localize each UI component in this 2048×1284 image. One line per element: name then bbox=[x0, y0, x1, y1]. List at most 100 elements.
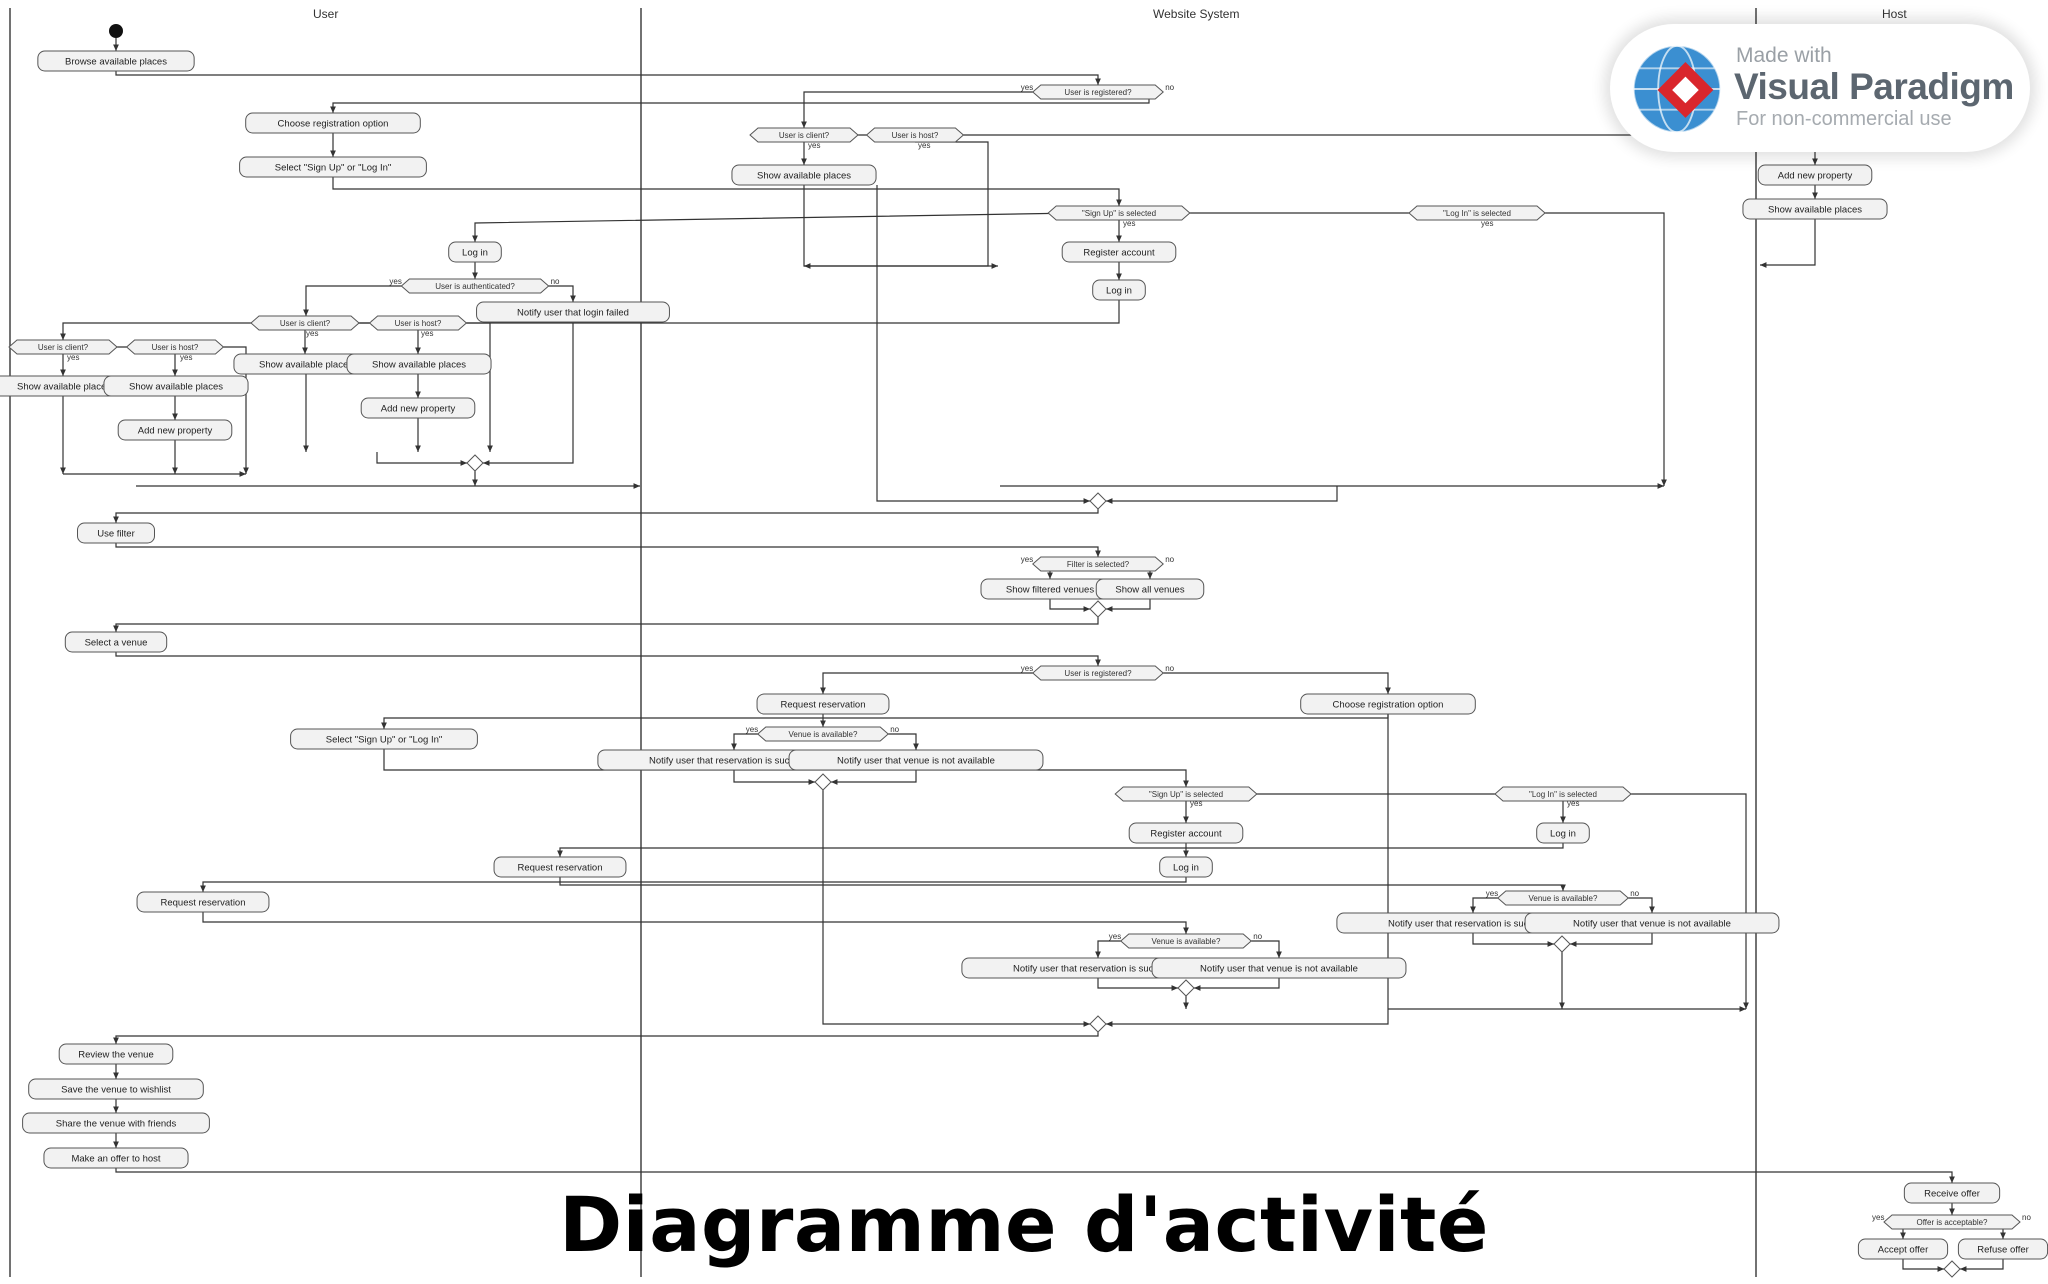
control-flow-edge bbox=[115, 543, 1101, 557]
action-node: Add new property bbox=[117, 419, 233, 441]
svg-text:Venue is available?: Venue is available? bbox=[1529, 894, 1598, 903]
merge-node bbox=[1089, 600, 1107, 618]
svg-text:Log in: Log in bbox=[1550, 829, 1576, 840]
svg-text:Save the venue to wishlist: Save the venue to wishlist bbox=[61, 1085, 171, 1096]
control-flow-edge bbox=[202, 912, 1189, 934]
action-node: Request reservation bbox=[136, 891, 270, 913]
action-node: Register account bbox=[1128, 822, 1244, 844]
svg-text:Notify user that reservation i: Notify user that reservation is successf… bbox=[1388, 919, 1558, 930]
lane-title-user: User bbox=[313, 7, 339, 21]
action-node: Review the venue bbox=[58, 1043, 174, 1065]
decision-node: "Sign Up" is selected bbox=[1114, 786, 1258, 802]
merge-node bbox=[1177, 979, 1195, 997]
control-flow-edge bbox=[559, 877, 1566, 891]
guard-label: yes bbox=[1123, 219, 1135, 228]
action-node: Choose registration option bbox=[1300, 693, 1476, 715]
svg-text:Filter is selected?: Filter is selected? bbox=[1067, 560, 1130, 569]
control-flow-edge bbox=[876, 185, 1090, 504]
svg-text:Browse available places: Browse available places bbox=[65, 57, 167, 68]
svg-text:yes: yes bbox=[746, 725, 758, 734]
control-flow-edge bbox=[1106, 714, 1389, 1027]
control-flow-edge bbox=[381, 714, 1389, 729]
action-node: Select a venue bbox=[64, 631, 168, 653]
svg-text:yes: yes bbox=[1021, 83, 1033, 92]
action-node: Show filtered venues bbox=[980, 578, 1120, 600]
svg-text:Request reservation: Request reservation bbox=[780, 700, 865, 711]
control-flow-edge bbox=[1106, 486, 1338, 504]
svg-text:Show available places: Show available places bbox=[757, 171, 851, 182]
svg-text:User is host?: User is host? bbox=[892, 131, 939, 140]
guard-label: yes bbox=[180, 353, 192, 362]
svg-text:User is registered?: User is registered? bbox=[1064, 88, 1132, 97]
svg-text:no: no bbox=[1253, 932, 1262, 941]
svg-text:yes: yes bbox=[1872, 1213, 1884, 1222]
control-flow-edge bbox=[303, 285, 429, 316]
decision-node: "Log In" is selected bbox=[1494, 786, 1632, 802]
svg-text:User is client?: User is client? bbox=[779, 131, 830, 140]
action-node: Share the venue with friends bbox=[22, 1112, 210, 1134]
action-node: Log in bbox=[1536, 822, 1590, 844]
svg-text:Show available places: Show available places bbox=[1768, 205, 1862, 216]
control-flow-edge bbox=[330, 91, 1150, 113]
decision-node: User is host? bbox=[125, 339, 225, 355]
svg-text:Notify user that venue is not: Notify user that venue is not available bbox=[837, 756, 995, 767]
svg-text:User is client?: User is client? bbox=[280, 319, 331, 328]
control-flow-edge bbox=[1570, 933, 1653, 947]
action-node: Make an offer to host bbox=[43, 1147, 189, 1169]
decision-node: User is host? bbox=[368, 315, 468, 331]
control-flow-edge bbox=[113, 617, 1099, 632]
action-node: Notify user that login failed bbox=[476, 301, 670, 323]
control-flow-edge bbox=[200, 877, 1187, 892]
action-node: Show available places bbox=[1742, 198, 1888, 220]
svg-text:User is host?: User is host? bbox=[152, 343, 199, 352]
guard-label: yes bbox=[808, 141, 820, 150]
action-node: Request reservation bbox=[756, 693, 890, 715]
svg-text:yes: yes bbox=[1109, 932, 1121, 941]
svg-text:yes: yes bbox=[1486, 889, 1498, 898]
svg-text:Show available places: Show available places bbox=[17, 382, 111, 393]
guard-label: yes bbox=[918, 141, 930, 150]
action-node: Show all venues bbox=[1095, 578, 1205, 600]
decision-node: User is host? bbox=[865, 127, 965, 143]
merge-node bbox=[1943, 1260, 1961, 1278]
action-node: Browse available places bbox=[37, 50, 195, 72]
svg-text:Choose registration option: Choose registration option bbox=[1333, 700, 1444, 711]
svg-text:Show available places: Show available places bbox=[372, 360, 466, 371]
action-node: Show available places bbox=[233, 353, 379, 375]
page-title: Diagramme d'activité bbox=[559, 1180, 1489, 1269]
svg-text:Register account: Register account bbox=[1083, 248, 1155, 259]
svg-text:Show available places: Show available places bbox=[129, 382, 223, 393]
svg-text:no: no bbox=[1165, 664, 1174, 673]
control-flow-edge bbox=[831, 770, 917, 785]
control-flow-edge bbox=[332, 177, 1122, 206]
guard-label: yes bbox=[67, 353, 79, 362]
decision-node: "Sign Up" is selected bbox=[1047, 205, 1191, 221]
svg-text:Register account: Register account bbox=[1150, 829, 1222, 840]
control-flow-edge bbox=[1760, 219, 1816, 268]
svg-text:Request reservation: Request reservation bbox=[517, 863, 602, 874]
control-flow-edge bbox=[801, 91, 1053, 128]
svg-text:Request reservation: Request reservation bbox=[160, 898, 245, 909]
svg-text:Add new property: Add new property bbox=[138, 426, 213, 437]
visual-paradigm-watermark: Made with Visual Paradigm For non-commer… bbox=[1610, 24, 2030, 152]
decision-node: User is client? bbox=[749, 127, 859, 143]
merge-node bbox=[1089, 1015, 1107, 1033]
svg-text:"Sign Up" is selected: "Sign Up" is selected bbox=[1082, 209, 1156, 218]
initial-node bbox=[109, 24, 123, 38]
svg-text:yes: yes bbox=[389, 277, 401, 286]
action-node: Receive offer bbox=[1903, 1182, 2001, 1204]
svg-text:Log in: Log in bbox=[1106, 286, 1132, 297]
control-flow-edge bbox=[1097, 978, 1178, 991]
svg-text:Notify user that reservation i: Notify user that reservation is successf… bbox=[649, 756, 819, 767]
svg-text:Log in: Log in bbox=[462, 248, 488, 259]
control-flow-edge bbox=[803, 185, 998, 269]
svg-text:no: no bbox=[551, 277, 560, 286]
action-node: Request reservation bbox=[493, 856, 627, 878]
